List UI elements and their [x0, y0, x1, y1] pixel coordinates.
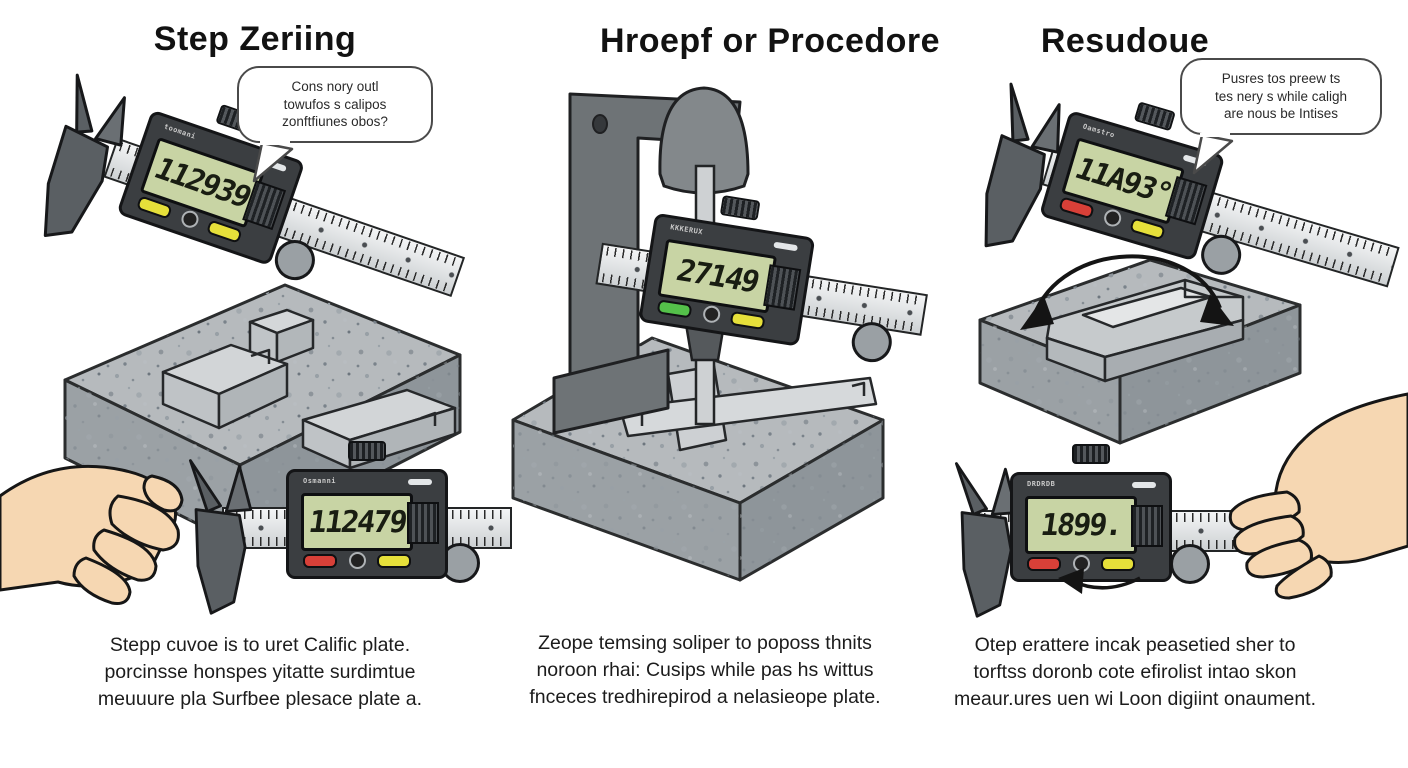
digital-caliper: Oamstro 11A93°: [956, 77, 1408, 370]
caliper-power-button: [1073, 555, 1090, 572]
caliper-thumb-grip: [407, 502, 439, 544]
caliper-indicator: [408, 479, 432, 485]
digital-caliper: DRDRDB 1899.: [948, 444, 1278, 638]
depth-rod-knob: [348, 441, 386, 461]
panel2-caption: Zeope temsing soliper to poposs thnits n…: [500, 630, 910, 711]
digital-caliper: toomani 112939: [15, 68, 482, 379]
caption-line: torftss doronb cote efirolist intao skon: [973, 660, 1297, 683]
caliper-button: [1027, 557, 1061, 571]
caption-line: fnceces tredhirepirod a nelasieope plate…: [529, 685, 881, 708]
bubble-line: Cons nory outl: [291, 79, 379, 94]
caliper-brand-label: Osmanni: [303, 477, 337, 485]
left-hand: [0, 464, 184, 605]
caliper-button: [303, 554, 337, 568]
caliper-jaws: [984, 82, 1061, 248]
caption-line: meuuure pla Surfbee plesace plate a.: [97, 687, 423, 710]
digital-caliper: Osmanni 112479: [182, 441, 512, 635]
bubble-line: are nous be Intises: [1223, 106, 1339, 122]
panel2-title: Hroepf or Procedore: [599, 22, 941, 60]
thumb-wheel: [1170, 544, 1210, 584]
caliper-body: Osmanni 112479: [286, 469, 448, 579]
caliper-jaws: [954, 462, 1019, 618]
caption-line: meaur.ures uen wi Loon digiint onaument.: [953, 687, 1317, 710]
caliper-brand-label: toomani: [163, 122, 197, 141]
caption-line: Stepp cuvoe is to uret Calific plate.: [109, 634, 411, 656]
caliper-power-button: [349, 552, 366, 569]
caption-line: porcinsse honspes yitatte surdimtue: [104, 660, 416, 683]
caliper-brand-label: DRDRDB: [1027, 480, 1056, 488]
speech-bubble: Cons nory outl towufos s calipos zonftfi…: [237, 66, 433, 143]
bubble-line: towufos s calipos: [283, 96, 387, 112]
caliper-button: [1101, 557, 1135, 571]
bubble-line: tes nery s while caligh: [1214, 88, 1348, 104]
panel2-height-stand-scene: [511, 86, 885, 582]
bubble-line: Pusres tos preew ts: [1221, 71, 1341, 86]
speech-bubble-tail: [1192, 133, 1234, 175]
caliper-button: [656, 299, 693, 319]
caliper-reading: 11A93°: [1069, 151, 1177, 211]
caliper-brand-label: Oamstro: [1081, 122, 1116, 140]
caliper-indicator: [773, 241, 798, 252]
speech-bubble-tail: [252, 141, 294, 183]
caliper-reading: 1899.: [1038, 507, 1124, 543]
panel1-caption: Stepp cuvoe is to uret Calific plate. po…: [50, 632, 470, 713]
bubble-line: zonftfiunes obos?: [282, 114, 388, 130]
caliper-thumb-grip: [763, 264, 802, 311]
speech-bubble: Pusres tos preew ts tes nery s while cal…: [1180, 58, 1382, 135]
panel3-title: Resudoue: [1040, 22, 1210, 60]
caliper-button: [377, 554, 411, 568]
caption-line: noroon rhai: Cusips while pas hs wittus: [536, 658, 874, 681]
caliper-brand-label: KKKERUX: [669, 223, 704, 237]
right-hand: [1228, 392, 1408, 600]
caliper-body: KKKERUX 27149: [638, 212, 816, 347]
caliper-thumb-grip: [1131, 505, 1163, 547]
caliper-jaws: [188, 459, 253, 615]
caliper-indicator: [1132, 482, 1156, 488]
panel3-caption: Otep erattere incak peasetied sher to to…: [925, 632, 1345, 713]
caliper-power-button: [701, 304, 722, 324]
caliper-lcd: 112479: [301, 493, 413, 551]
caliper-body: DRDRDB 1899.: [1010, 472, 1172, 582]
caliper-power-button: [1102, 207, 1124, 229]
caption-line: Zeope temsing soliper to poposs thnits: [538, 632, 872, 654]
depth-rod-knob: [1133, 101, 1176, 132]
caliper-lcd: 1899.: [1025, 496, 1137, 554]
caliper-jaws: [43, 73, 126, 237]
caption-line: Otep erattere incak peasetied sher to: [974, 634, 1296, 656]
caliper-reading: 27149: [672, 252, 763, 300]
caliper-reading: 112479: [306, 504, 408, 540]
caliper-button: [729, 310, 766, 331]
panel1-title: Step Zeriing: [153, 20, 357, 58]
depth-rod-knob: [1072, 444, 1110, 464]
